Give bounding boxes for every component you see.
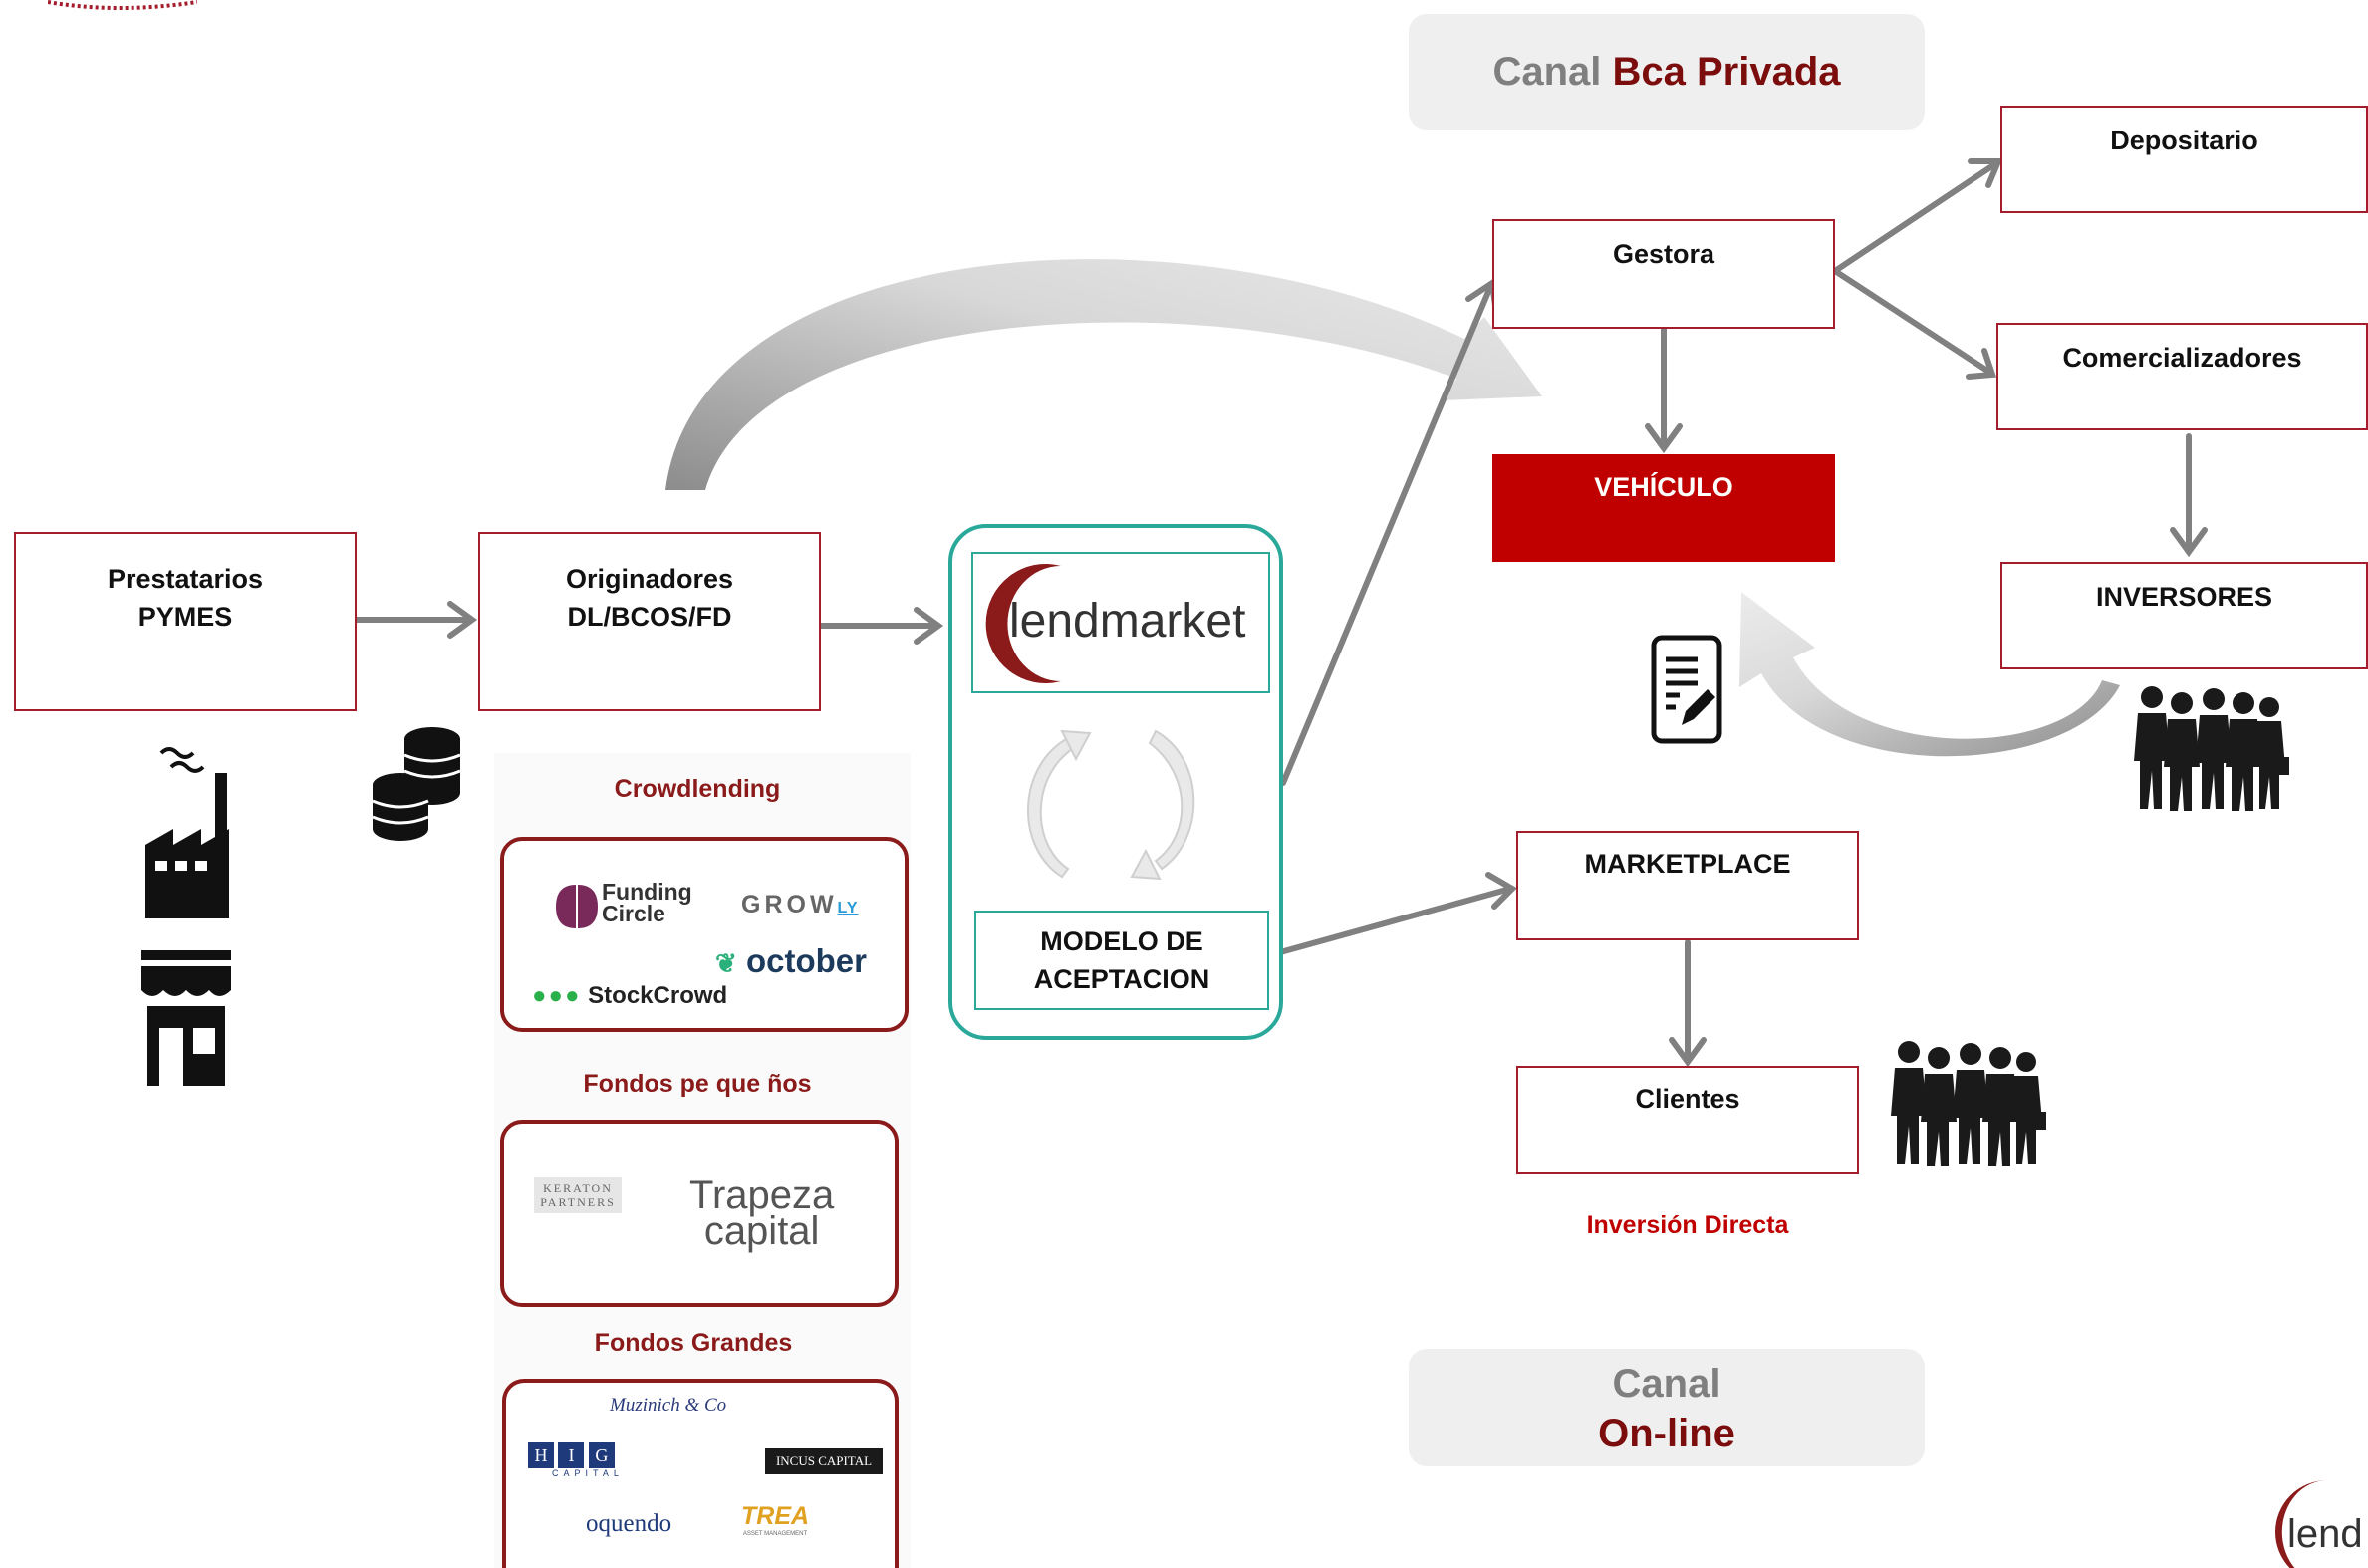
arrow-modelo-marketplace (1270, 886, 1513, 957)
coins-icon (372, 727, 461, 841)
october-leaf-icon: ❦ (715, 948, 737, 978)
logo-text: CAPITAL (552, 1468, 624, 1478)
inversion-directa-label: Inversión Directa (1586, 1211, 1789, 1239)
lendmarket-crescent-icon (985, 564, 1061, 683)
logo-trea: TREA ASSET MANAGEMENT (741, 1502, 809, 1537)
canal-highlight: Bca Privada (1612, 50, 1841, 94)
box-gestora: Gestora (1492, 219, 1835, 329)
logo-text: TREA (741, 1502, 810, 1530)
box-label: VEHÍCULO (1594, 472, 1733, 502)
stockcrowd-dots-icon: ●●● (532, 982, 582, 1009)
arrow-lendmarket-gestora (1280, 284, 1493, 786)
box-label: Gestora (1612, 239, 1715, 269)
factory-icon (145, 747, 229, 918)
box-marketplace: MARKETPLACE (1516, 831, 1859, 940)
box-label: ACEPTACION (1033, 964, 1210, 994)
box-prestatarios: Prestatarios PYMES (14, 532, 357, 711)
lendmarket-wordmark: lendmarket (1009, 594, 1245, 649)
logo-trapeza: Trapeza capital (689, 1174, 835, 1253)
logo-text: october (745, 942, 867, 979)
arrow-gestora-depositario (1832, 160, 1999, 274)
logo-text: capital (703, 1209, 820, 1253)
box-label: INVERSORES (2095, 582, 2273, 612)
logo-keraton: KERATON PARTNERS (534, 1177, 622, 1213)
box-label: DL/BCOS/FD (567, 602, 732, 632)
logo-text: GROW (741, 891, 838, 918)
logo-oquendo: oquendo (586, 1510, 672, 1537)
group-title-crowdlending: Crowdlending (614, 775, 781, 803)
box-clientes: Clientes (1516, 1066, 1859, 1174)
box-label: PYMES (137, 602, 233, 632)
logo-text: KERATON (543, 1181, 613, 1195)
canal-bca-privada: Canal Bca Privada (1409, 14, 1925, 130)
canal-highlight: On-line (1598, 1412, 1735, 1455)
box-label: MARKETPLACE (1584, 849, 1791, 879)
logo-text: Trapeza (689, 1174, 835, 1217)
box-modelo-aceptacion: MODELO DE ACEPTACION (974, 911, 1269, 1010)
canal-label: Canal (1612, 1362, 1721, 1406)
cycle-arrows-icon (1027, 729, 1195, 881)
logo-text: Funding (602, 879, 692, 905)
canal-label: Canal (1492, 50, 1613, 94)
box-label: Clientes (1635, 1084, 1740, 1114)
group-box-fondos-pequenos: KERATON PARTNERS Trapeza capital (500, 1120, 899, 1307)
logo-text: H (528, 1442, 554, 1468)
logo-muzinich: Muzinich & Co (610, 1395, 727, 1416)
logo-stockcrowd: ●●● StockCrowd (528, 980, 732, 1012)
logo-october: ❦ october (715, 942, 867, 980)
group-box-crowdlending: Funding Circle GROWLY ❦ october ●●● Stoc… (500, 837, 909, 1032)
logo-text: ASSET MANAGEMENT (742, 1531, 808, 1537)
box-label: Prestatarios (107, 564, 264, 594)
wordmark-part: market (1099, 595, 1246, 648)
people-group-icon (1891, 1041, 2046, 1166)
swoosh-arrow-originadores-vehiculo (665, 259, 1542, 490)
box-label: MODELO DE (1040, 926, 1203, 956)
shop-icon (141, 950, 231, 1086)
box-label: Comercializadores (2062, 343, 2302, 373)
box-originadores: Originadores DL/BCOS/FD (478, 532, 821, 711)
lendmarket-logo-box: lendmarket (971, 552, 1270, 693)
swoosh-arrow-inversores-vehiculo (1739, 592, 2120, 757)
logo-text: I (558, 1442, 585, 1468)
arrow-gestora-comercializadores (1832, 268, 1993, 376)
box-label: Originadores (565, 564, 734, 594)
people-group-icon (2134, 686, 2289, 811)
lend-crescent-icon (2275, 1480, 2327, 1568)
footer-lend-logo: lend (2253, 1474, 2368, 1568)
logo-text: StockCrowd (588, 982, 728, 1009)
group-title-fondos-grandes: Fondos Grandes (594, 1329, 793, 1357)
canal-online: Canal On-line (1409, 1349, 1925, 1466)
funding-circle-icon (556, 885, 598, 928)
footer-lend-wordmark: lend (2287, 1512, 2363, 1556)
logo-text: Circle (602, 901, 665, 926)
logo-text: G (588, 1442, 615, 1468)
box-depositario: Depositario (2000, 106, 2368, 213)
logo-funding-circle: Funding Circle (602, 879, 692, 926)
document-edit-icon (1651, 635, 1722, 744)
box-label: Depositario (2110, 126, 2258, 155)
logo-hig: H I G CAPITAL (528, 1442, 624, 1478)
top-logo-fragment-icon (48, 0, 197, 10)
box-comercializadores: Comercializadores (1996, 323, 2368, 430)
box-vehiculo: VEHÍCULO (1492, 454, 1835, 562)
wordmark-part: lend (1009, 595, 1100, 648)
logo-growly: GROWLY (741, 891, 859, 919)
group-box-fondos-grandes: Muzinich & Co H I G CAPITAL INCUS CAPITA… (502, 1379, 899, 1568)
logo-text: LY (837, 900, 859, 916)
logo-text: PARTNERS (540, 1195, 616, 1209)
logo-incus-capital: INCUS CAPITAL (765, 1448, 883, 1474)
box-inversores: INVERSORES (2000, 562, 2368, 669)
group-title-fondos-pequenos: Fondos pe que ños (583, 1070, 812, 1098)
